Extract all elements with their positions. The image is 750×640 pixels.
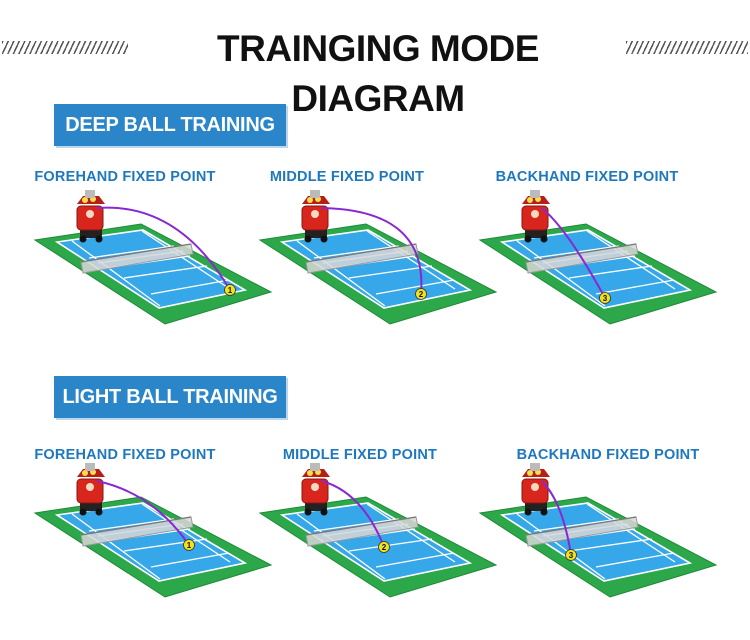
court-line bbox=[568, 265, 653, 279]
court-line bbox=[123, 265, 208, 279]
net-tape bbox=[525, 243, 637, 263]
court-line bbox=[595, 552, 675, 568]
court-line bbox=[296, 240, 386, 307]
court-line bbox=[533, 245, 620, 259]
court-diagram-deep-backhand: 3 bbox=[478, 190, 718, 340]
court-line bbox=[366, 503, 456, 563]
landing-marker-number: 2 bbox=[382, 543, 387, 552]
court-svg: 3 bbox=[478, 190, 718, 325]
court-line bbox=[586, 503, 676, 563]
court-line bbox=[71, 513, 161, 580]
ball-trajectory bbox=[541, 480, 572, 556]
court-line bbox=[533, 518, 620, 532]
light-backhand-label: BACKHAND FIXED POINT bbox=[516, 447, 700, 463]
ball-machine-icon bbox=[301, 190, 330, 243]
court-line bbox=[375, 279, 455, 295]
landing-marker bbox=[599, 292, 611, 304]
landing-marker-number: 1 bbox=[187, 541, 192, 550]
court-line bbox=[568, 538, 653, 552]
court-line bbox=[516, 513, 606, 580]
ball-trajectory bbox=[321, 207, 423, 295]
court-line bbox=[71, 240, 161, 307]
court-diagram-light-backhand: 3 bbox=[478, 463, 718, 613]
court-line bbox=[313, 518, 400, 532]
deep-forehand-label: FOREHAND FIXED POINT bbox=[34, 169, 216, 185]
court-line bbox=[516, 240, 606, 307]
landing-marker bbox=[565, 549, 577, 561]
net-tape bbox=[80, 243, 192, 263]
ball-machine-icon bbox=[521, 463, 550, 516]
ball-trajectory bbox=[96, 480, 190, 546]
court-diagram-deep-forehand: 1 bbox=[33, 190, 273, 340]
court-surface bbox=[54, 229, 248, 309]
light-forehand-label: FOREHAND FIXED POINT bbox=[34, 447, 216, 463]
ball-trajectory bbox=[96, 206, 231, 291]
net-tape bbox=[305, 516, 417, 536]
net-tape bbox=[525, 516, 637, 536]
court-svg: 3 bbox=[478, 463, 718, 598]
court-line bbox=[88, 518, 175, 532]
landing-marker-number: 1 bbox=[228, 286, 233, 295]
title-hatch-left bbox=[2, 41, 128, 54]
net-tape bbox=[80, 516, 192, 536]
ball-machine-icon bbox=[76, 463, 105, 516]
landing-marker bbox=[378, 541, 390, 553]
court-svg: 2 bbox=[258, 190, 498, 325]
ball-trajectory bbox=[321, 480, 385, 548]
court-svg: 1 bbox=[33, 190, 273, 325]
court-line bbox=[348, 265, 433, 279]
court-diagram-light-middle: 2 bbox=[258, 463, 498, 613]
title-hatch-right bbox=[626, 41, 748, 54]
ball-machine-icon bbox=[301, 463, 330, 516]
ball-machine-icon bbox=[76, 190, 105, 243]
light-ball-heading: LIGHT BALL TRAINING bbox=[54, 376, 286, 418]
court-line bbox=[375, 552, 455, 568]
page-title: TRAINGING MODE DIAGRAM bbox=[217, 28, 539, 119]
court-line bbox=[348, 538, 433, 552]
court-line bbox=[313, 245, 400, 259]
court-line bbox=[595, 279, 675, 295]
court-line bbox=[150, 279, 230, 295]
light-middle-label: MIDDLE FIXED POINT bbox=[282, 447, 438, 463]
deep-middle-label: MIDDLE FIXED POINT bbox=[269, 169, 425, 185]
deep-ball-heading: DEEP BALL TRAINING bbox=[54, 104, 286, 146]
ball-machine-icon bbox=[521, 190, 550, 243]
court-line bbox=[296, 513, 386, 580]
court-surface bbox=[499, 229, 693, 309]
court-surface bbox=[54, 502, 248, 582]
court-diagram-light-forehand: 1 bbox=[33, 463, 273, 613]
net-tape bbox=[305, 243, 417, 263]
court-surface bbox=[279, 502, 473, 582]
court-line bbox=[586, 230, 676, 290]
court-diagram-deep-middle: 2 bbox=[258, 190, 498, 340]
court-line bbox=[141, 503, 231, 563]
landing-marker bbox=[224, 284, 236, 296]
title-row: TRAINGING MODE DIAGRAM bbox=[0, 24, 750, 119]
landing-marker-number: 2 bbox=[419, 290, 424, 299]
ball-trajectory bbox=[541, 207, 606, 299]
landing-marker-number: 3 bbox=[569, 551, 574, 560]
court-svg: 1 bbox=[33, 463, 273, 598]
court-svg: 2 bbox=[258, 463, 498, 598]
landing-marker bbox=[183, 539, 195, 551]
court-line bbox=[366, 230, 456, 290]
landing-marker-number: 3 bbox=[603, 294, 608, 303]
court-line bbox=[88, 245, 175, 259]
landing-marker bbox=[415, 288, 427, 300]
deep-backhand-label: BACKHAND FIXED POINT bbox=[495, 169, 679, 185]
court-line bbox=[150, 552, 230, 568]
court-line bbox=[141, 230, 231, 290]
